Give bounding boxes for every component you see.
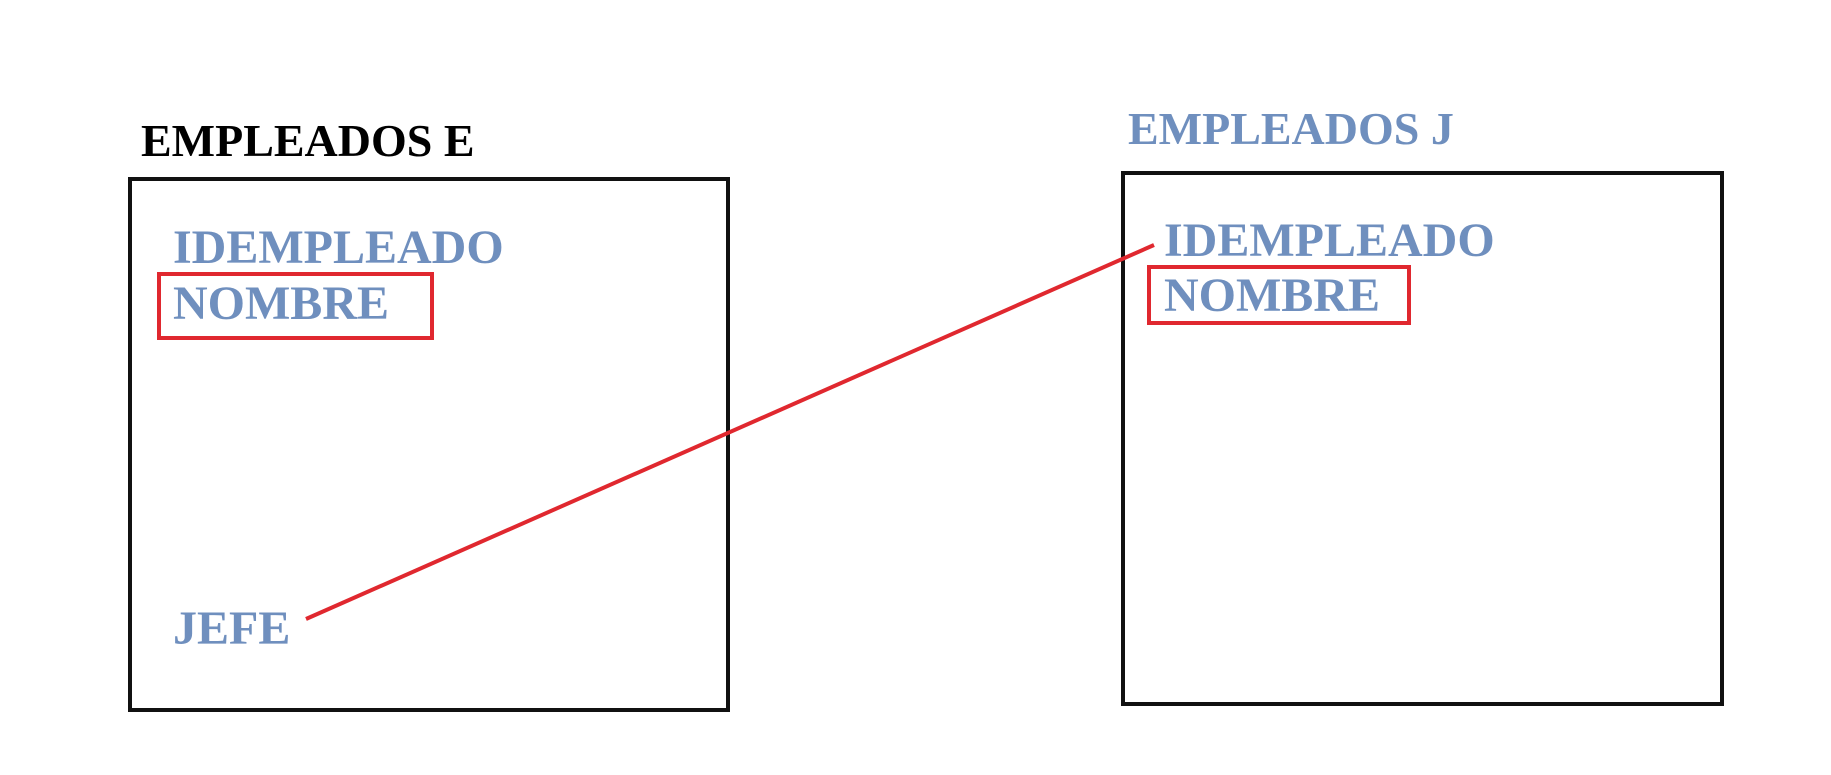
right-field-idempleado: IDEMPLEADO (1164, 214, 1495, 267)
left-table-title: EMPLEADOS E (141, 115, 475, 166)
right-table-title: EMPLEADOS J (1128, 103, 1454, 154)
left-field-idempleado: IDEMPLEADO (173, 221, 504, 274)
left-field-nombre: NOMBRE (173, 277, 389, 330)
left-field-jefe: JEFE (173, 602, 291, 655)
right-field-nombre: NOMBRE (1164, 269, 1380, 322)
